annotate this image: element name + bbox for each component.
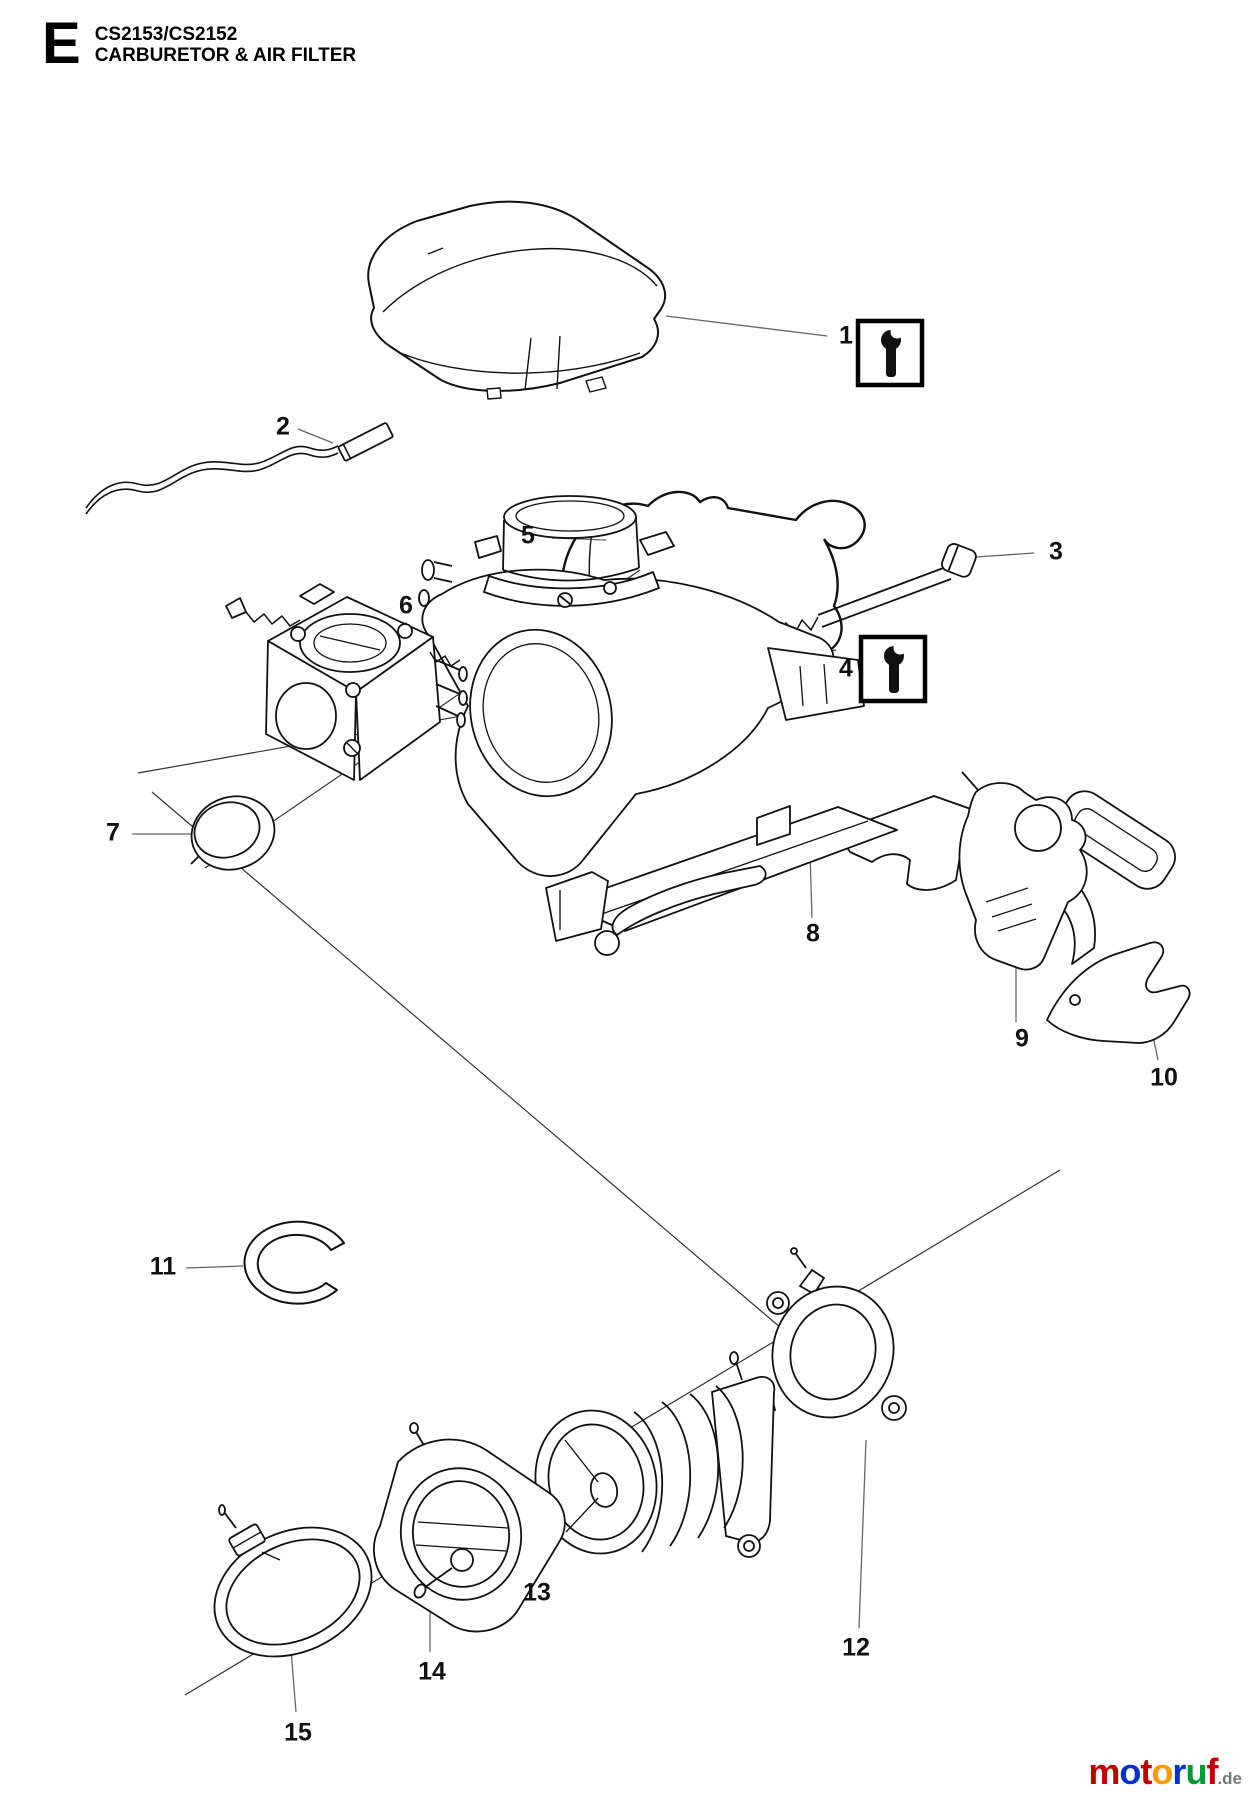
wrench-icon [884, 641, 907, 693]
logo-word: motoruf [1088, 1751, 1218, 1792]
spring-clip-sketch [1046, 941, 1191, 1044]
callout-2: 2 [276, 412, 290, 441]
retainer-clip-sketch [243, 1220, 345, 1305]
callout-14: 14 [418, 1657, 446, 1686]
callout-13: 13 [523, 1578, 551, 1607]
tool-required-box-4 [858, 634, 928, 704]
header: E CS2153/CS2152 CARBURETOR & AIR FILTER [42, 11, 356, 76]
intake-boot-sketch [534, 1351, 776, 1558]
callout-5: 5 [521, 521, 535, 550]
callout-1: 1 [839, 321, 853, 350]
logo-tld: .de [1217, 1769, 1242, 1788]
air-filter-cover-sketch [367, 200, 666, 400]
callout-11: 11 [149, 1252, 177, 1281]
callout-6: 6 [399, 591, 413, 620]
header-text: CS2153/CS2152 CARBURETOR & AIR FILTER [95, 24, 356, 66]
seal-ring-sketch [190, 795, 276, 871]
callout-15: 15 [284, 1718, 312, 1747]
callout-8: 8 [806, 919, 820, 948]
wrench-icon [881, 325, 904, 377]
page-title: CARBURETOR & AIR FILTER [94, 45, 357, 66]
model-number: CS2153/CS2152 [94, 24, 238, 45]
fuel-line-sketch [85, 422, 394, 515]
intake-flange-sketch [373, 1422, 566, 1633]
callout-7: 7 [106, 818, 120, 847]
section-letter: E [42, 11, 81, 76]
callout-12: 12 [842, 1633, 870, 1662]
callout-3: 3 [1049, 537, 1063, 566]
throttle-trigger-sketch [958, 771, 1176, 971]
site-watermark: motoruf.de [1088, 1754, 1242, 1790]
throttle-body-sketch [418, 495, 865, 877]
carburetor-sketch [225, 583, 468, 781]
tool-required-box-1 [855, 318, 925, 388]
callout-4: 4 [839, 654, 853, 683]
callout-10: 10 [1150, 1063, 1178, 1092]
intake-clamp-sketch [741, 1247, 907, 1421]
hose-clamp-sketch [213, 1504, 373, 1658]
throttle-rod-sketch [545, 795, 1003, 956]
callout-9: 9 [1015, 1024, 1029, 1053]
